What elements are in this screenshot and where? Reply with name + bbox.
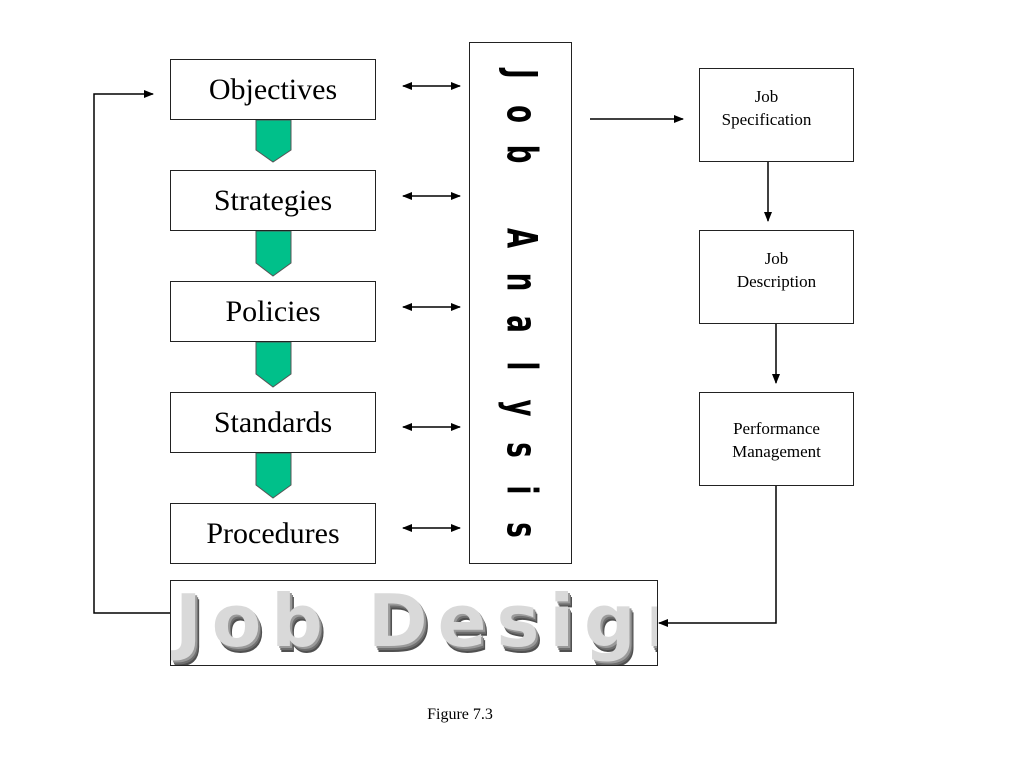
box-objectives: Objectives (170, 59, 376, 120)
box-label-line1: Job (754, 87, 779, 106)
arrow-job-design-to-objectives (93, 90, 170, 614)
job-analysis-column: J o b A n a l y s i s (469, 42, 572, 564)
box-label: Standards (213, 405, 333, 439)
box-performance-management: Performance Management (699, 392, 854, 486)
box-procedures: Procedures (170, 503, 376, 564)
box-label: Strategies (213, 183, 333, 217)
chevron-arrow-3 (255, 341, 292, 388)
arrow-performance-to-job-design (658, 486, 777, 627)
job-design-title: Job Design (175, 580, 658, 663)
chevron-arrow-4 (255, 452, 292, 499)
box-job-design: Job Design (170, 580, 658, 666)
box-job-specification: Job Specification (699, 68, 854, 162)
box-label-line2: Specification (721, 110, 812, 129)
chevron-arrow-1 (255, 119, 292, 163)
box-label-line2: Description (736, 272, 817, 291)
box-label: Objectives (208, 72, 338, 106)
chevron-arrow-2 (255, 230, 292, 277)
job-analysis-letter: s (496, 522, 545, 538)
box-strategies: Strategies (170, 170, 376, 231)
box-standards: Standards (170, 392, 376, 453)
box-label-line1: Job (764, 249, 789, 268)
figure-caption: Figure 7.3 (427, 706, 493, 723)
box-label: Policies (225, 294, 321, 328)
box-label-line1: Performance (733, 419, 820, 438)
box-label: Procedures (206, 516, 340, 550)
box-label-line2: Management (732, 442, 821, 461)
box-job-description: Job Description (699, 230, 854, 324)
box-policies: Policies (170, 281, 376, 342)
